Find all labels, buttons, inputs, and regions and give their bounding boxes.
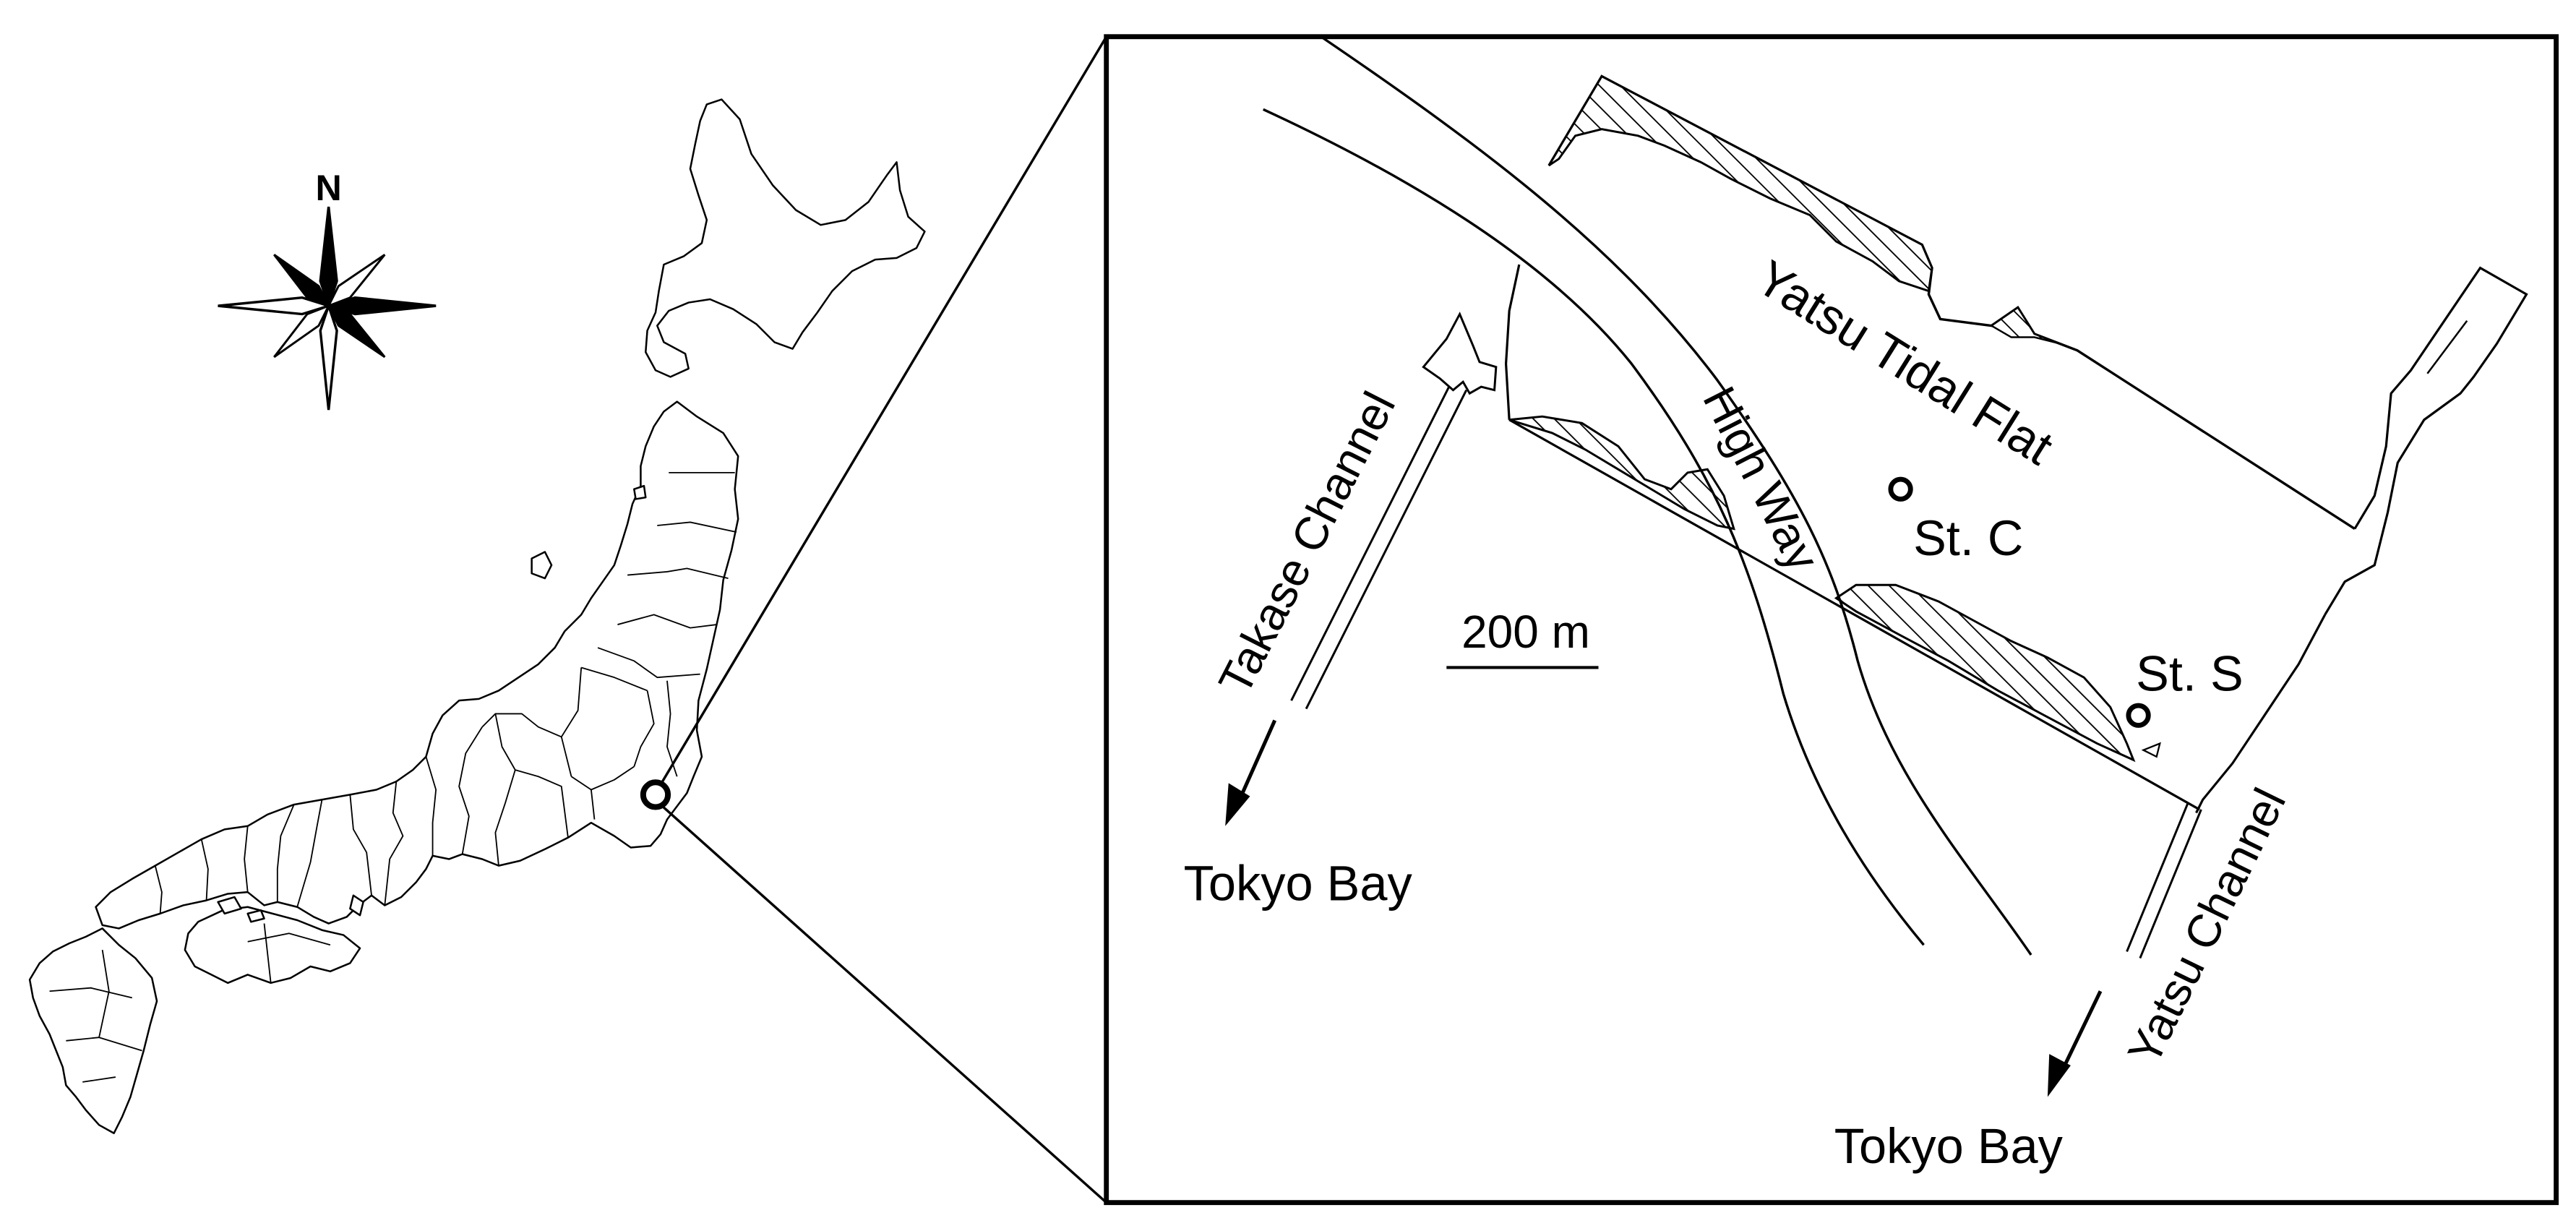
station-s-marker-icon <box>2126 703 2151 728</box>
arrow-to-tokyo-bay-right-icon <box>2047 1054 2071 1097</box>
circle-marker-icon <box>640 779 671 810</box>
hatched-area-west <box>1508 415 1735 531</box>
inset-connector-upper <box>659 35 1108 786</box>
takase-channel-gate <box>1422 312 1498 395</box>
compass-north-label: N <box>315 168 341 208</box>
station-c-label: St. C <box>1913 510 2023 566</box>
yatsu-channel <box>2126 802 2202 959</box>
tokyo-bay-label-right: Tokyo Bay <box>1834 1118 2064 1174</box>
tidal-flat-south-edge <box>1508 419 2200 811</box>
inset-connector-lower <box>659 803 1107 1204</box>
small-rock-icon <box>2141 742 2161 758</box>
hatched-area-northeast <box>1989 306 2078 351</box>
highway-west-edge <box>1263 108 1925 946</box>
takase-channel <box>1290 381 1468 710</box>
inland-sea-islands <box>217 896 265 923</box>
hatched-area-north <box>1547 74 1933 293</box>
station-s-label: St. S <box>2136 645 2244 701</box>
oki-island-outline <box>633 484 647 500</box>
highway-east-edge <box>1320 35 2032 956</box>
prefecture-boundaries <box>49 471 737 1083</box>
japan-overview-map <box>28 98 926 1134</box>
arrow-to-tokyo-bay-left-icon <box>1225 783 1250 826</box>
hatched-area-south <box>1834 583 2136 763</box>
tokyo-bay-label-left: Tokyo Bay <box>1184 856 1413 912</box>
honshu-outline <box>95 400 739 930</box>
awaji-island-outline <box>349 894 364 917</box>
sado-island-outline <box>531 551 553 580</box>
compass-rose-icon: N <box>218 168 437 411</box>
shikoku-outline <box>184 906 361 985</box>
kyushu-outline <box>28 927 158 1134</box>
scale-label: 200 m <box>1461 606 1590 658</box>
station-c-marker-icon <box>1888 476 1913 502</box>
hokkaido-outline <box>645 98 926 378</box>
right-channel-structure <box>2324 266 2528 616</box>
